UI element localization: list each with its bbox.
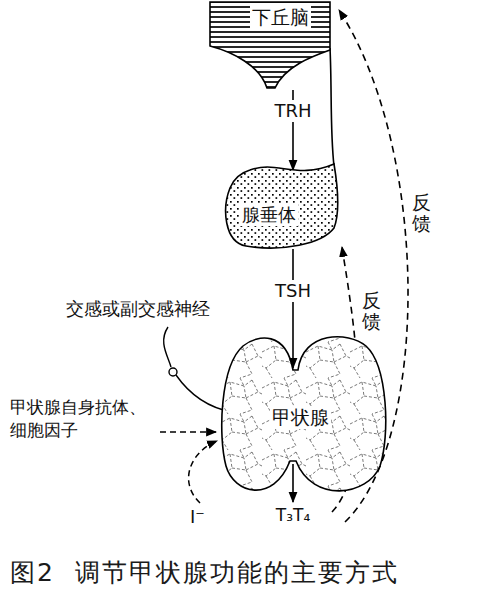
nerve-ending (169, 368, 177, 376)
feedback-label: 反馈 (412, 192, 431, 234)
pituitary-stalk (330, 48, 334, 166)
node-label: 甲状腺 (270, 406, 331, 429)
hormone-name: TSH (272, 280, 314, 302)
thyroid-shape-outline (218, 306, 390, 504)
antibody-arrow (160, 431, 216, 433)
node-label: 腺垂体 (240, 204, 298, 226)
thyroid-shape-texture (218, 306, 390, 504)
nerve-leader (164, 327, 171, 367)
hormone-label: T₃T₄ (276, 505, 310, 525)
thyroid-shape-border (222, 337, 386, 491)
hypothalamus-shape-border (210, 2, 330, 88)
hypothalamus-shape: 下丘脑 (205, 0, 335, 90)
nerve-label: 交感或副交感神经 (66, 298, 210, 320)
pituitary-shape-border (226, 164, 338, 248)
thyroid-shape: 甲状腺 (218, 306, 390, 504)
iodide-arrow (189, 441, 217, 503)
hormone-name: TRH (271, 100, 314, 122)
antibody-label: 甲状腺自身抗体、细胞因子 (10, 396, 150, 442)
pituitary-shape: 腺垂体 (222, 158, 346, 254)
node-label: 下丘脑 (250, 6, 311, 29)
figure-caption: 图2 调节甲状腺功能的主要方式 (10, 556, 399, 589)
hormone-output-arrow (292, 464, 294, 502)
feedback-label: 反馈 (362, 290, 381, 332)
hypothalamus-shape-texture (205, 0, 335, 90)
iodide-label: I⁻ (190, 506, 205, 528)
pituitary-shape-texture (222, 158, 346, 254)
hormone-arrow (292, 249, 294, 368)
